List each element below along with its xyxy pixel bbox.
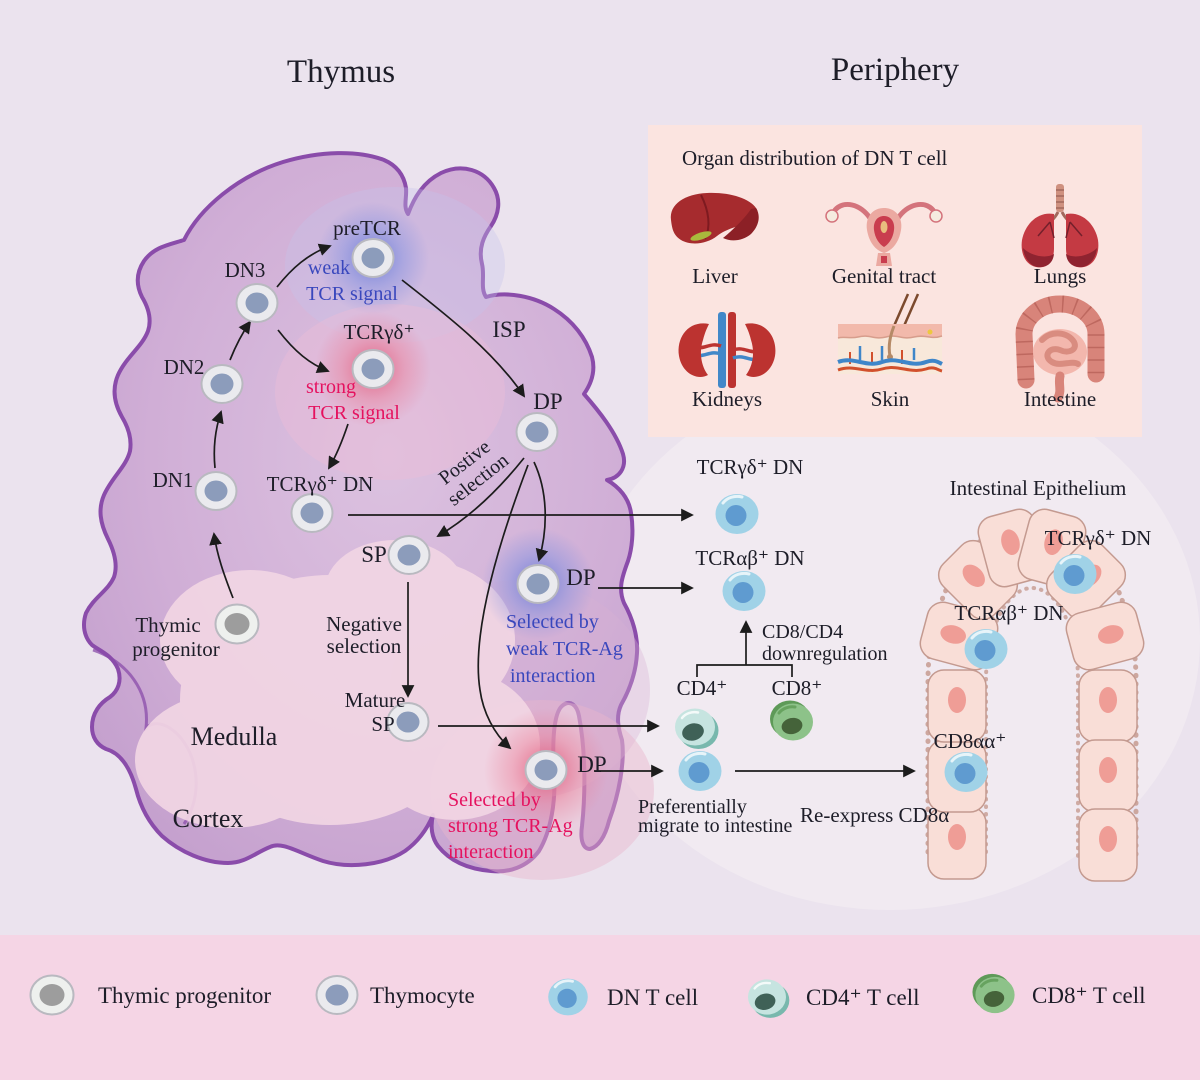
- label-downregulation-1: CD8/CD4: [762, 621, 843, 643]
- sp-cell: [387, 535, 431, 575]
- label-negative-selection-2: selection: [327, 634, 402, 658]
- intestine-icon: [1015, 295, 1105, 403]
- arrow-isp: [401, 279, 526, 398]
- dn2-cell: [200, 364, 244, 404]
- label-dp: DP: [533, 389, 562, 414]
- label-migrate-1: Preferentially: [638, 796, 747, 818]
- arrow-progenitor-to-dn1: [209, 532, 234, 599]
- label-negative-selection-1: Negative: [326, 612, 402, 636]
- genital-tract-icon: [825, 201, 943, 266]
- pretcr-cell: [351, 238, 395, 278]
- dp-weak-cell: [516, 564, 560, 604]
- label-dn3: DN3: [225, 258, 266, 282]
- arrow-dp-to-weak-dp: [533, 461, 549, 562]
- skin-icon: [837, 293, 943, 374]
- tcrgd-cell: [351, 349, 395, 389]
- epithelium-tcrab-dn-cell: [963, 627, 1009, 671]
- arrow-dn1-to-dn2: [211, 410, 224, 469]
- label-dn1: DN1: [153, 468, 194, 492]
- label-strong-selected-2: strong TCR-Ag: [448, 815, 573, 837]
- label-cortex: Cortex: [173, 804, 244, 833]
- label-progenitor-1: Thymic: [135, 613, 200, 637]
- dn3-cell: [235, 283, 279, 323]
- legend-thymocyte-cell: [315, 975, 359, 1015]
- label-sp: SP: [361, 542, 387, 567]
- organ-label-skin: Skin: [871, 387, 910, 411]
- label-reexpress-cd8a: Re-express CD8α: [800, 803, 949, 827]
- organ-label-liver: Liver: [692, 264, 737, 288]
- label-dp-weak: DP: [566, 565, 595, 590]
- label-cd8: CD8⁺: [772, 676, 823, 700]
- label-pretcr: preTCR: [333, 216, 401, 240]
- label-cd4: CD4⁺: [677, 676, 728, 700]
- organ-label-genital-tract: Genital tract: [832, 264, 937, 288]
- epithelium-tcrgd-dn-cell: [1052, 552, 1098, 596]
- tcrgd-dn-cell: [290, 493, 334, 533]
- organ-label-lungs: Lungs: [1034, 264, 1087, 288]
- legend-label-cd4-t-cell: CD4⁺ T cell: [806, 985, 920, 1010]
- label-downregulation-2: downregulation: [762, 643, 888, 665]
- lungs-icon: [1021, 184, 1099, 268]
- dn1-cell: [194, 471, 238, 511]
- thymic-progenitor-cell: [214, 603, 260, 645]
- label-migrate-2: migrate to intestine: [638, 815, 793, 837]
- label-progenitor-2: progenitor: [132, 637, 219, 661]
- label-periphery-tcrgd-dn: TCRγδ⁺ DN: [697, 455, 804, 479]
- label-isp: ISP: [492, 317, 525, 342]
- arrow-dn3-to-pretcr: [276, 243, 332, 288]
- label-mature-1: Mature: [345, 688, 406, 712]
- labels: Thymus Periphery Organ distribution of D…: [98, 52, 1151, 1010]
- label-medulla: Medulla: [191, 722, 278, 751]
- liver-icon: [670, 192, 759, 244]
- label-strong-selected-1: Selected by: [448, 789, 541, 811]
- label-tcrgd: TCRγδ⁺: [343, 320, 414, 344]
- label-cd8aa: CD8αα⁺: [934, 729, 1007, 753]
- label-weak-signal-1: weak: [308, 257, 350, 279]
- arrow-dn3-to-tcrgd: [277, 329, 330, 374]
- label-weak-selected-1: Selected by: [506, 611, 599, 633]
- label-dp-strong: DP: [577, 752, 606, 777]
- label-strong-selected-3: interaction: [448, 841, 534, 863]
- label-periphery-tcrab-dn: TCRαβ⁺ DN: [695, 546, 804, 570]
- organ-label-intestine: Intestine: [1024, 387, 1096, 411]
- label-intestinal-epithelium: Intestinal Epithelium: [950, 476, 1127, 500]
- bracket-cd4-cd8: [696, 664, 793, 677]
- legend-label-thymic-progenitor: Thymic progenitor: [98, 983, 271, 1008]
- legend-progenitor-cell: [29, 974, 75, 1016]
- dp-cell: [515, 412, 559, 452]
- label-epithelium-tcrgd-dn: TCRγδ⁺ DN: [1045, 526, 1152, 550]
- arrow-dn2-to-dn3: [229, 320, 252, 361]
- label-weak-selected-2: weak TCR-Ag: [506, 638, 623, 660]
- migrating-dn-t-cell: [677, 749, 723, 793]
- title-thymus: Thymus: [287, 54, 395, 90]
- epithelial-cell: [1078, 739, 1138, 813]
- epithelium-cd8aa-cell: [943, 750, 989, 794]
- epithelial-cell: [1078, 808, 1138, 882]
- label-dn2: DN2: [164, 355, 205, 379]
- organ-box-title: Organ distribution of DN T cell: [682, 146, 948, 170]
- epithelial-cell: [1078, 669, 1138, 743]
- legend-label-cd8-t-cell: CD8⁺ T cell: [1032, 983, 1146, 1008]
- label-mature-2: SP: [371, 712, 394, 736]
- title-periphery: Periphery: [831, 52, 960, 88]
- dp-strong-cell: [524, 750, 568, 790]
- label-strong-signal-1: strong: [306, 376, 356, 398]
- label-tcrgd-dn: TCRγδ⁺ DN: [267, 472, 374, 496]
- legend-label-dn-t-cell: DN T cell: [607, 985, 698, 1010]
- arrow-tcrgd-to-tcrgddn: [328, 423, 349, 470]
- organ-icons: [670, 184, 1105, 403]
- organ-label-kidneys: Kidneys: [692, 387, 762, 411]
- legend-label-thymocyte: Thymocyte: [370, 983, 475, 1008]
- tcrgd-dn-t-cell: [714, 492, 760, 536]
- kidneys-icon: [678, 312, 776, 388]
- tcrab-dn-t-cell: [721, 569, 767, 613]
- arrow-dp-to-sp: [436, 457, 525, 537]
- label-weak-selected-3: interaction: [510, 665, 596, 687]
- label-strong-signal-2: TCR signal: [308, 402, 400, 424]
- legend-dn-cell: [546, 977, 590, 1017]
- arrows: [209, 243, 916, 778]
- label-weak-signal-2: TCR signal: [306, 283, 398, 305]
- label-epithelium-tcrab-dn: TCRαβ⁺ DN: [954, 601, 1063, 625]
